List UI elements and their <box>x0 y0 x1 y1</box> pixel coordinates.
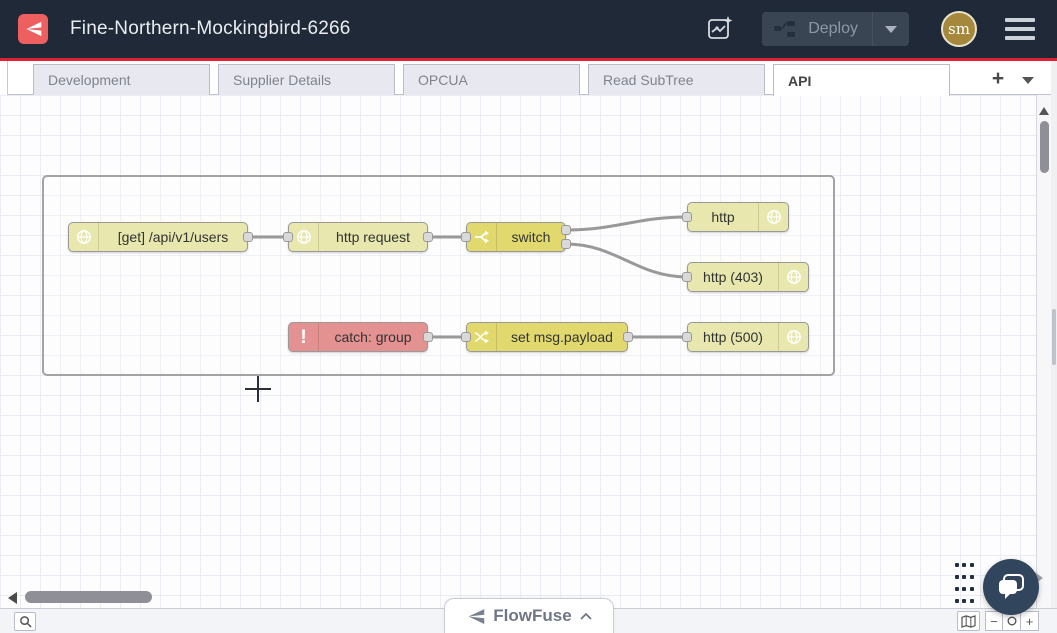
output-port-1[interactable] <box>561 225 571 235</box>
wire <box>565 242 688 279</box>
deploy-nodes-icon <box>774 21 796 37</box>
tab-opcua[interactable]: OPCUA <box>403 64 580 95</box>
deploy-options-button[interactable] <box>872 12 909 46</box>
scroll-up-arrow-icon[interactable] <box>1039 107 1049 115</box>
output-port-2[interactable] <box>561 239 571 249</box>
tab-api[interactable]: API <box>773 64 950 96</box>
tab-label: OPCUA <box>418 72 468 88</box>
globe-icon <box>758 203 788 231</box>
magnifier-icon <box>19 616 32 628</box>
flowfuse-logo-icon[interactable] <box>18 14 48 44</box>
canvas-vertical-scrollbar[interactable] <box>1036 95 1051 608</box>
shuffle-icon <box>467 323 497 351</box>
input-port[interactable] <box>283 232 293 242</box>
zoom-in-button[interactable]: + <box>1021 611 1039 631</box>
chat-widget-button[interactable] <box>983 559 1039 615</box>
window-scrollbar[interactable] <box>1051 61 1057 633</box>
flowfuse-badge[interactable]: FlowFuse <box>444 598 614 633</box>
node-label: [get] /api/v1/users <box>117 229 229 245</box>
globe-icon <box>69 223 99 251</box>
node-label: switch <box>511 229 551 245</box>
workspace-tabbar: Development Supplier Details OPCUA Read … <box>0 61 1057 96</box>
node-label: http <box>711 209 735 225</box>
globe-icon <box>778 263 808 291</box>
node-http-response-500[interactable]: http (500) <box>682 322 809 352</box>
zoom-reset-icon <box>1007 616 1016 626</box>
tab-supplier-details[interactable]: Supplier Details <box>218 64 395 95</box>
node-label: catch: group <box>334 329 412 345</box>
deploy-label: Deploy <box>808 20 858 37</box>
chevron-up-icon <box>580 612 592 620</box>
input-port[interactable] <box>682 332 692 342</box>
node-label: http (500) <box>703 329 763 345</box>
output-port[interactable] <box>423 232 433 242</box>
vertical-scroll-thumb[interactable] <box>1040 121 1049 173</box>
node-switch[interactable]: switch <box>461 222 571 252</box>
header-bar: Fine-Northern-Mockingbird-6266 Deploy sm <box>0 0 1057 58</box>
output-port[interactable] <box>423 332 433 342</box>
flow-canvas[interactable]: [get] /api/v1/users http request switch … <box>0 95 1036 608</box>
globe-icon <box>778 323 808 351</box>
tab-label: Development <box>48 72 131 88</box>
tab-label: Read SubTree <box>603 72 694 88</box>
header-accent-line <box>0 58 1057 61</box>
input-port[interactable] <box>682 272 692 282</box>
node-http-response-403[interactable]: http (403) <box>682 262 809 292</box>
input-port[interactable] <box>461 332 471 342</box>
input-port[interactable] <box>461 232 471 242</box>
deploy-button[interactable]: Deploy <box>762 12 909 46</box>
cursor-crosshair <box>257 376 259 402</box>
node-http-in[interactable]: [get] /api/v1/users <box>68 222 253 252</box>
fork-icon <box>467 223 497 251</box>
tab-list-chevron-icon[interactable] <box>1022 77 1034 84</box>
map-icon <box>961 614 976 628</box>
tab-label: Supplier Details <box>233 72 332 88</box>
zoom-out-button[interactable]: − <box>985 611 1003 631</box>
speech-bubbles-icon <box>999 574 1024 599</box>
ai-flow-icon[interactable] <box>704 13 736 45</box>
tabbar-left-strip <box>0 61 8 95</box>
node-change[interactable]: set msg.payload <box>461 322 633 352</box>
globe-icon <box>289 223 319 251</box>
node-label: http (403) <box>703 269 763 285</box>
output-port[interactable] <box>623 332 633 342</box>
main-menu-icon[interactable] <box>1005 18 1035 40</box>
chat-drag-handle-dots[interactable] <box>955 563 977 611</box>
node-http-request[interactable]: http request <box>283 222 433 252</box>
node-label: set msg.payload <box>511 329 613 345</box>
horizontal-scroll-thumb[interactable] <box>25 591 152 603</box>
user-avatar[interactable]: sm <box>941 11 977 47</box>
search-button[interactable] <box>14 612 36 631</box>
instance-title: Fine-Northern-Mockingbird-6266 <box>70 18 351 39</box>
chevron-down-icon <box>885 25 897 33</box>
scroll-left-arrow-icon[interactable] <box>8 592 17 604</box>
node-catch[interactable]: ! catch: group <box>288 322 433 352</box>
node-http-response[interactable]: http <box>682 202 789 232</box>
exclamation-icon: ! <box>289 323 319 351</box>
tab-development[interactable]: Development <box>33 64 210 95</box>
output-port[interactable] <box>243 232 253 242</box>
add-flow-button[interactable]: + <box>985 67 1011 91</box>
flowfuse-mark-icon <box>468 608 485 624</box>
flowfuse-mark-icon <box>26 21 42 37</box>
window-scroll-thumb[interactable] <box>1052 309 1056 365</box>
flowfuse-label: FlowFuse <box>493 606 572 625</box>
tab-label: API <box>788 72 812 89</box>
node-label: http request <box>336 229 410 245</box>
tab-read-subtree[interactable]: Read SubTree <box>588 64 765 95</box>
input-port[interactable] <box>682 212 692 222</box>
wire <box>565 215 688 232</box>
navigator-button[interactable] <box>957 611 980 631</box>
